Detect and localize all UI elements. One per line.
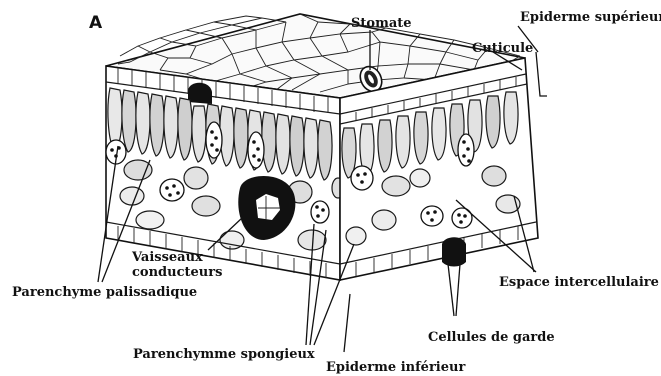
panel-letter: A [89,13,103,33]
label-cuticule: Cuticule [472,41,533,56]
label-cellules-de-garde: Cellules de garde [428,330,555,345]
label-espace-intercellulaire: Espace intercellulaire [499,275,659,290]
label-stomate: Stomate [351,16,412,31]
front-face [106,66,344,280]
label-vaisseaux-line1: Vaisseaux [131,250,203,265]
label-parenchyme-spongieux: Parenchymme spongieux [133,347,315,362]
label-epiderme-inferieur: Epiderme inférieur [326,360,465,375]
label-parenchyme-palissadique: Parenchyme palissadique [12,285,197,300]
label-epiderme-superieur: Epiderme supérieur [520,10,661,25]
label-vaisseaux-line2: conducteurs [132,265,222,280]
guard-cells-dark-icon [442,237,466,266]
